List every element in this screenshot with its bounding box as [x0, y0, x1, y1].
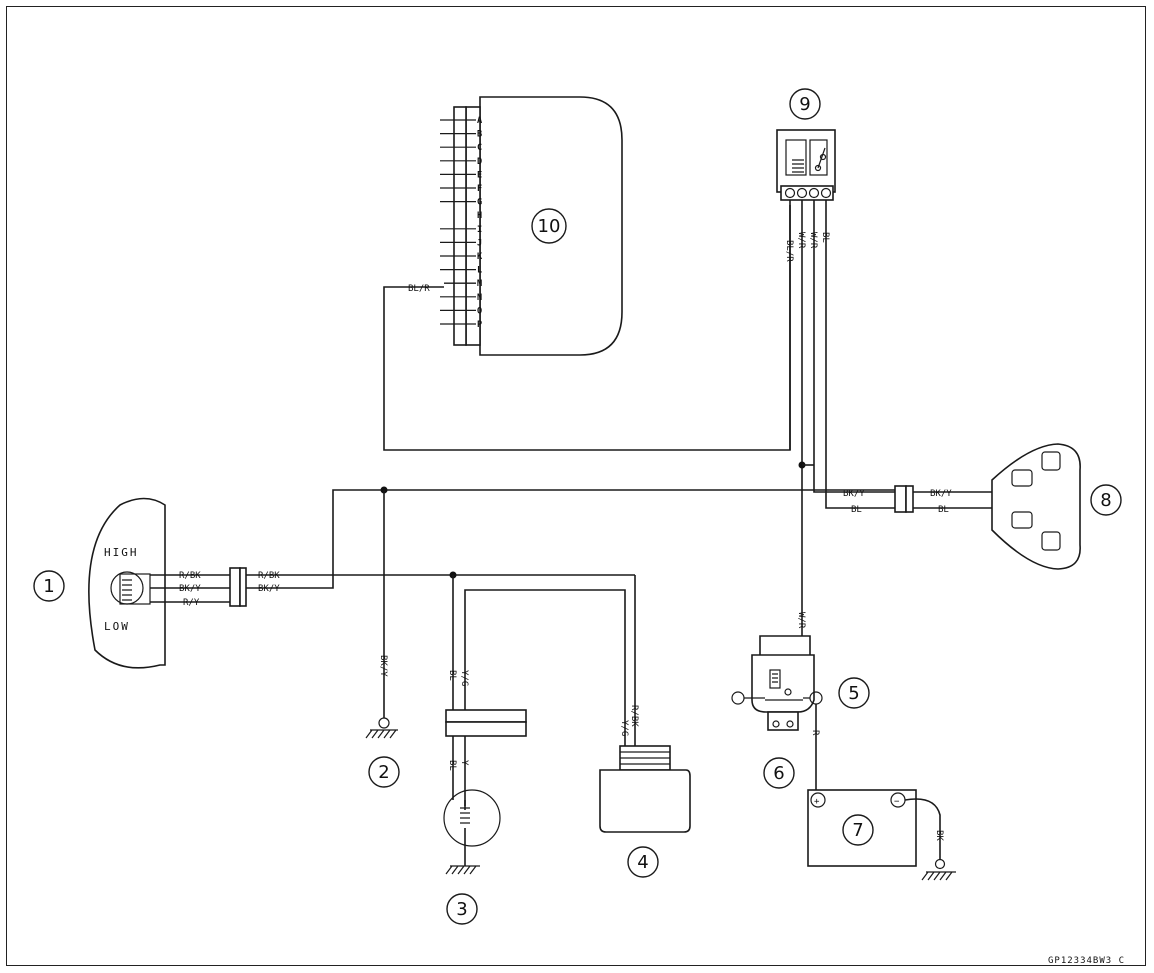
starter-relay: W/R R — [731, 590, 823, 790]
callout-circle — [838, 677, 870, 709]
relay-wire-label: W/R — [796, 232, 806, 249]
callout-circle — [33, 570, 65, 602]
ecu-pin-label: F — [477, 184, 482, 194]
unit-4: Y/G R/BK — [599, 575, 691, 833]
relay-wire-label: BL — [820, 232, 830, 243]
ecu-pin-label: C — [477, 143, 482, 153]
ecu-pin-label: M — [477, 279, 482, 289]
battery: + − BK — [807, 789, 956, 881]
ecu-pin-label: L — [477, 266, 482, 276]
unit3-wire-label: Y — [459, 760, 469, 766]
ecu-pin-label: E — [477, 170, 482, 180]
unit3-wire-label: BL — [447, 670, 457, 681]
unit4-wire-label: R/BK — [629, 705, 639, 727]
callout-number: 9 — [799, 94, 810, 115]
switch-wire-label: R/BK — [179, 571, 201, 581]
battery-minus: − — [894, 797, 900, 807]
relay-unit: BL/R W/R W/R BL — [776, 129, 836, 590]
callout-number: 2 — [378, 762, 389, 783]
callout-circle — [763, 757, 795, 789]
ecu-pin-label: J — [477, 238, 482, 248]
high-label: HIGH — [104, 546, 139, 559]
switch-wire-label: BK/Y — [258, 584, 280, 594]
ecu-pin-label: I — [477, 225, 482, 235]
figure-code: GP12334BW3 C — [1048, 956, 1125, 966]
sensor-unit-3: BL Y/G BL Y — [443, 575, 626, 875]
ecu-pin-label: O — [477, 306, 482, 316]
callout-circle — [842, 814, 874, 846]
callout-number: 5 — [848, 683, 859, 704]
ecu-pin-label: P — [477, 320, 482, 330]
battery-ground-label: BK — [934, 830, 944, 841]
ground-point: BK/Y — [365, 490, 398, 739]
lamp-wire-label: BK/Y — [843, 489, 865, 499]
ecu-pin-label: D — [477, 157, 482, 167]
callout-circle — [446, 893, 478, 925]
ecu-pin-label: H — [477, 211, 482, 221]
battery-plus: + — [814, 797, 820, 807]
callout-number: 10 — [538, 216, 561, 237]
ecu-pin-label: N — [477, 293, 482, 303]
callout-circle — [531, 208, 567, 244]
unit3-wire-label: Y/G — [459, 670, 469, 686]
ecu-pin-label: K — [477, 252, 483, 262]
unit3-wire-label: BL — [447, 760, 457, 771]
callout-number: 7 — [852, 820, 863, 841]
callout-number: 3 — [456, 899, 467, 920]
relay-wire-label: W/R — [808, 232, 818, 249]
callout-number: 1 — [43, 576, 54, 597]
callout-circle — [1090, 484, 1122, 516]
ecu-pin-label: B — [477, 130, 482, 140]
ecu-pin-label: A — [477, 116, 482, 126]
callout-number: 4 — [637, 852, 648, 873]
callout-circle — [368, 756, 400, 788]
lamp-wire-label: BL — [851, 505, 862, 515]
callout-number: 8 — [1100, 490, 1111, 511]
diagram-frame — [6, 6, 1146, 966]
lamp-wire-label: BL — [938, 505, 949, 515]
callout-circle — [627, 846, 659, 878]
low-label: LOW — [104, 620, 130, 633]
dimmer-switch: HIGH LOW R/BK BK/Y R/Y R/BK BK/Y — [88, 489, 895, 669]
switch-wire-label: R/BK — [258, 571, 280, 581]
fuse-wire-label: R — [810, 730, 820, 736]
lamp-wire-label: BK/Y — [930, 489, 952, 499]
unit4-wire-label: Y/G — [619, 720, 629, 736]
switch-wire-label: BK/Y — [179, 584, 201, 594]
switch-wire-label: R/Y — [183, 598, 200, 608]
callout-circle — [789, 88, 821, 120]
ground-wire-label: BK/Y — [378, 655, 388, 677]
relay-wire-label: BL/R — [784, 240, 794, 262]
headlight-unit: BK/Y BL BK/Y BL — [813, 443, 1081, 570]
callout-number: 6 — [773, 763, 784, 784]
ecu-m-wire-label: BL/R — [408, 284, 430, 294]
relay5-wire-label: W/R — [796, 612, 806, 629]
ecu-pin-label: G — [477, 198, 482, 208]
